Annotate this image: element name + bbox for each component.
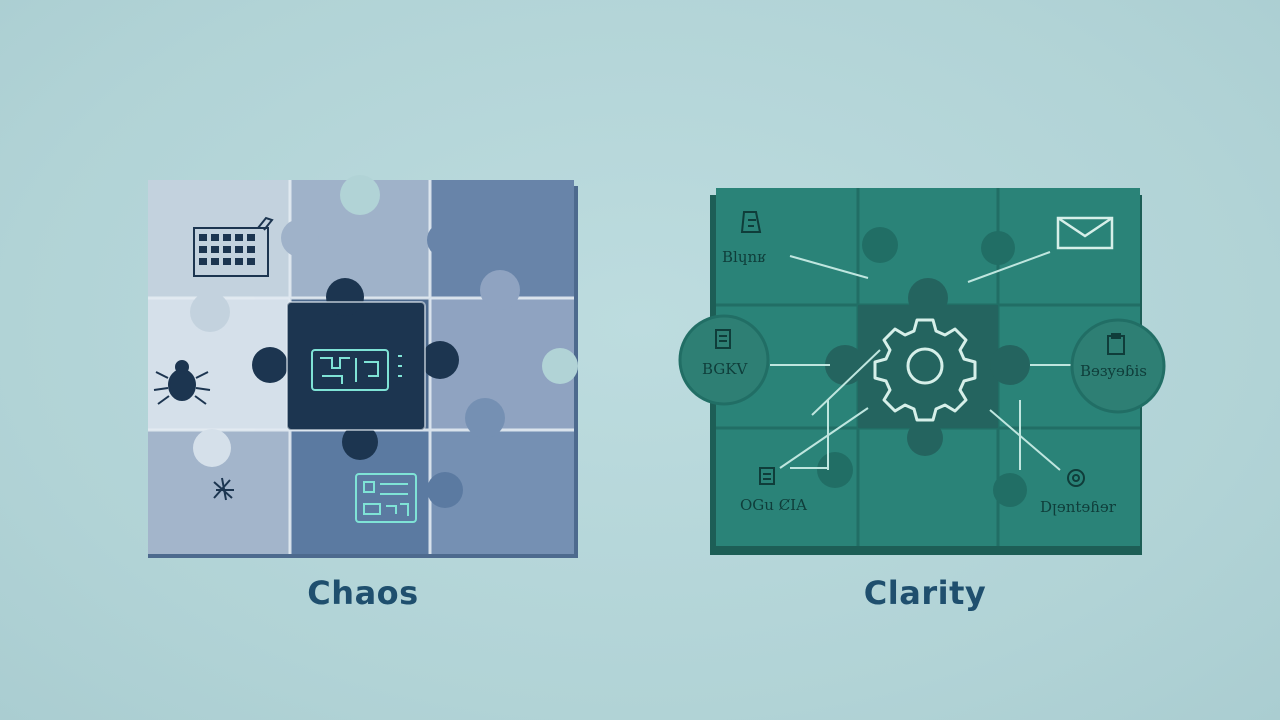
file-icon — [715, 329, 731, 349]
caption-chaos: Chaos — [307, 574, 419, 612]
chaos-knob — [193, 429, 231, 467]
chaos-knob — [465, 398, 505, 438]
clipboard-icon — [1107, 333, 1125, 355]
mail-icon — [1056, 216, 1114, 250]
caption-clarity: Clarity — [863, 574, 987, 612]
chaos-knob — [542, 348, 578, 384]
label-top-left: Blɥnʁ — [722, 248, 766, 266]
document-icon — [740, 211, 762, 233]
clarity-center-piece — [825, 278, 1030, 456]
clarity-knobs — [817, 227, 1027, 507]
clarity-node-left — [678, 314, 770, 406]
chaos-puzzle — [148, 175, 578, 558]
calendar-icon — [193, 216, 274, 277]
clarity-node-right — [1070, 318, 1166, 414]
label-bottom-left: OGu ȻIA — [740, 496, 807, 514]
chaos-knob — [281, 219, 319, 257]
receipt-icon — [355, 473, 417, 523]
gear-icon — [873, 318, 977, 422]
chaos-knob — [340, 175, 380, 215]
chip-icon — [311, 349, 402, 391]
bug-icon — [153, 360, 211, 405]
label-mid-left: BGKV — [702, 360, 748, 378]
clarity-puzzle: Blɥnʁ BGKV OGu ȻIA Bɘɜyɘɓis Dꞁɘntɘɦɘr — [678, 188, 1166, 555]
cog-small-icon — [1067, 469, 1085, 487]
chaos-knob — [190, 292, 230, 332]
label-bottom-right: Dꞁɘntɘɦɘr — [1040, 498, 1117, 516]
chaos-knob — [480, 270, 520, 310]
people-icon — [759, 467, 775, 485]
chaos-knob — [427, 472, 463, 508]
label-mid-right: Bɘɜyɘɓis — [1080, 362, 1147, 380]
tangle-icon — [213, 477, 234, 501]
chaos-knob — [427, 222, 463, 258]
